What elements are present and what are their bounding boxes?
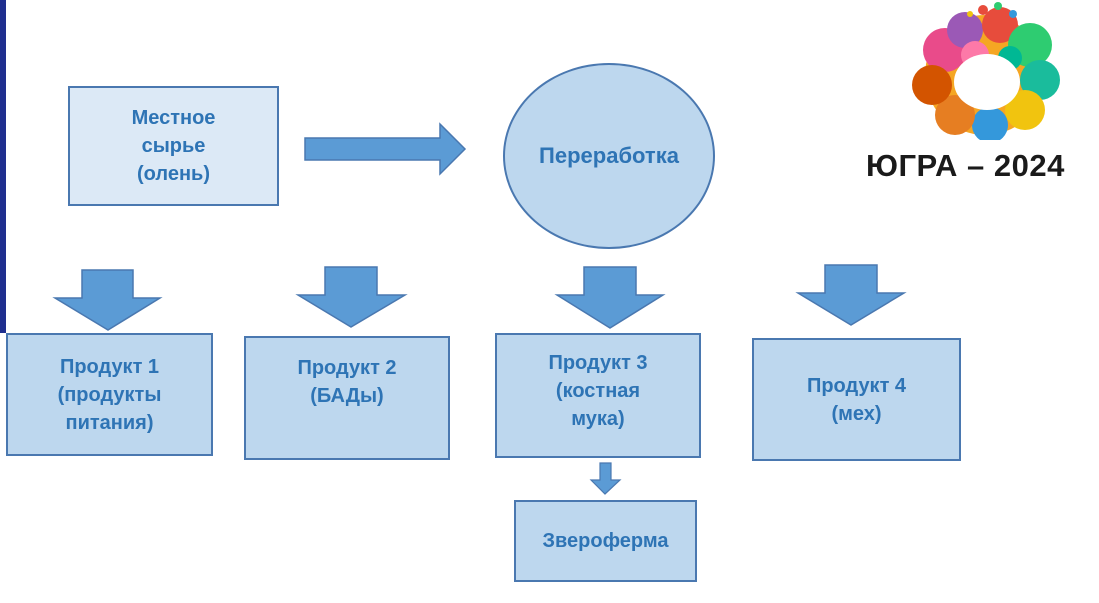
product-3-box: Продукт 3 (костная мука) [495,333,701,458]
product-2-line-2: (БАДы) [310,385,384,407]
product-2-line-1: Продукт 2 [297,357,397,379]
arrow-down-to-farm [589,462,622,495]
product-3-line-1: Продукт 3 [548,352,648,374]
product-3-line-2: (костная [555,380,641,402]
source-box: Местное сырье (олень) [68,86,279,206]
product-1-line-1: Продукт 1 [59,355,160,378]
product-1-line-3: питания) [65,411,154,434]
arrow-right-source-to-process [304,122,467,176]
process-circle: Переработка [503,63,715,249]
source-line-1: Местное [131,107,216,129]
yugra-logo-icon [912,2,1060,140]
arrow-down-product-3 [554,266,666,329]
product-4-box: Продукт 4 (мех) [752,338,961,461]
product-4-line-1: Продукт 4 [806,374,907,397]
farm-box: Звероферма [514,500,697,582]
farm-label: Звероферма [542,530,669,552]
process-label: Переработка [539,143,679,168]
arrow-down-product-2 [295,266,408,328]
product-4-line-2: (мех) [831,402,882,425]
source-line-3: (олень) [137,163,210,185]
arrow-down-product-1 [52,269,163,331]
product-1-box: Продукт 1 (продукты питания) [6,333,213,456]
arrow-down-product-4 [795,264,907,326]
product-2-box: Продукт 2 (БАДы) [244,336,450,460]
left-edge-bar [0,0,6,333]
product-1-line-2: (продукты [57,383,162,406]
source-line-2: сырье [141,135,206,157]
product-3-line-3: мука) [571,408,625,430]
logo-text: ЮГРА – 2024 [866,148,1065,183]
